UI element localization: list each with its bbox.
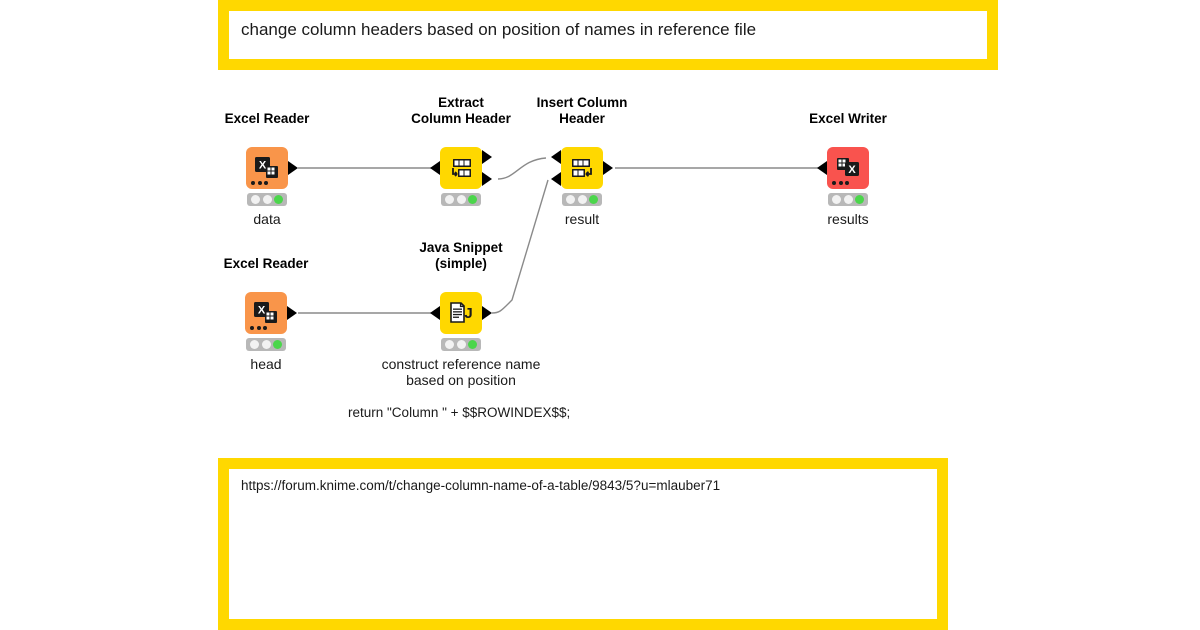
svg-text:X: X (848, 164, 856, 176)
node-label-java-snippet-simple: construct reference name based on positi… (382, 356, 541, 388)
node-title-line-2: Column Header (411, 110, 511, 126)
forum-link-text: https://forum.knime.com/t/change-column-… (241, 478, 721, 493)
node-body-java-snippet-simple[interactable]: J (440, 292, 482, 334)
svg-text:J: J (464, 305, 472, 322)
node-body-insert-column-header[interactable] (561, 147, 603, 189)
node-body-extract-column-header[interactable] (440, 147, 482, 189)
forum-link-annotation-inner: https://forum.knime.com/t/change-column-… (229, 469, 937, 619)
output-port-excel-reader-data[interactable] (288, 161, 298, 175)
input-port-2-insert-column-header[interactable] (551, 172, 561, 186)
output-port-2-extract-column-header[interactable] (482, 172, 492, 186)
output-port-java-snippet-simple[interactable] (482, 306, 492, 320)
input-port-java-snippet-simple[interactable] (430, 306, 440, 320)
java-snippet-icon: J (450, 302, 473, 323)
node-status-excel-reader-head (246, 338, 286, 351)
excel-writer-icon: X (837, 158, 859, 176)
node-config-dots-excel-writer (832, 181, 849, 185)
node-label-line-1: construct reference name (381, 356, 541, 372)
input-port-extract-column-header[interactable] (430, 161, 440, 175)
input-port-1-insert-column-header[interactable] (551, 150, 561, 164)
node-label-excel-writer: results (827, 211, 869, 227)
node-status-excel-writer (828, 193, 868, 206)
node-label-line-2: based on position (406, 372, 516, 388)
node-body-excel-writer[interactable]: X (827, 147, 869, 189)
forum-link-annotation[interactable]: https://forum.knime.com/t/change-column-… (218, 458, 948, 630)
excel-reader-icon: X (255, 157, 278, 178)
node-config-dots-excel-reader-head (250, 326, 267, 330)
input-port-excel-writer[interactable] (817, 161, 827, 175)
connection-extract-to-insert (497, 157, 547, 180)
node-body-excel-reader-head[interactable]: X (245, 292, 287, 334)
node-label-excel-reader-head: head (250, 356, 282, 372)
workflow-title-annotation[interactable]: change column headers based on position … (218, 0, 998, 70)
node-title-line-2: (simple) (435, 255, 487, 271)
node-label-excel-reader-data: data (253, 211, 281, 227)
node-title-line-2: Header (559, 110, 605, 126)
insert-column-header-icon (572, 159, 592, 177)
node-status-insert-column-header (562, 193, 602, 206)
svg-text:X: X (258, 305, 266, 317)
workflow-title-annotation-inner: change column headers based on position … (229, 11, 987, 59)
node-label-insert-column-header: result (564, 211, 600, 227)
node-title-line-1: Java Snippet (419, 240, 503, 255)
svg-text:X: X (259, 160, 267, 172)
node-body-excel-reader-data[interactable]: X (246, 147, 288, 189)
excel-reader-icon: X (254, 302, 277, 323)
output-port-1-extract-column-header[interactable] (482, 150, 492, 164)
output-port-insert-column-header[interactable] (603, 161, 613, 175)
node-status-java-snippet-simple (441, 338, 481, 351)
node-config-dots-excel-reader-data (251, 181, 268, 185)
workflow-title-text: change column headers based on position … (241, 20, 757, 39)
extract-column-header-icon (452, 159, 471, 177)
output-port-excel-reader-head[interactable] (287, 306, 297, 320)
node-status-extract-column-header (441, 193, 481, 206)
node-title-excel-reader-data: Excel Reader (224, 110, 310, 126)
node-title-java-snippet-simple: Java Snippet (simple) (419, 240, 502, 271)
node-status-excel-reader-data (247, 193, 287, 206)
code-snippet-annotation: return "Column " + $$ROWINDEX$$; (348, 405, 571, 420)
node-title-excel-reader-head: Excel Reader (223, 255, 309, 271)
node-title-insert-column-header: Insert Column Header (537, 95, 628, 126)
node-title-line-1: Insert Column (536, 95, 628, 110)
node-title-excel-writer: Excel Writer (809, 110, 887, 126)
node-title-line-1: Extract (438, 95, 484, 110)
node-title-extract-column-header: Extract Column Header (411, 95, 511, 126)
